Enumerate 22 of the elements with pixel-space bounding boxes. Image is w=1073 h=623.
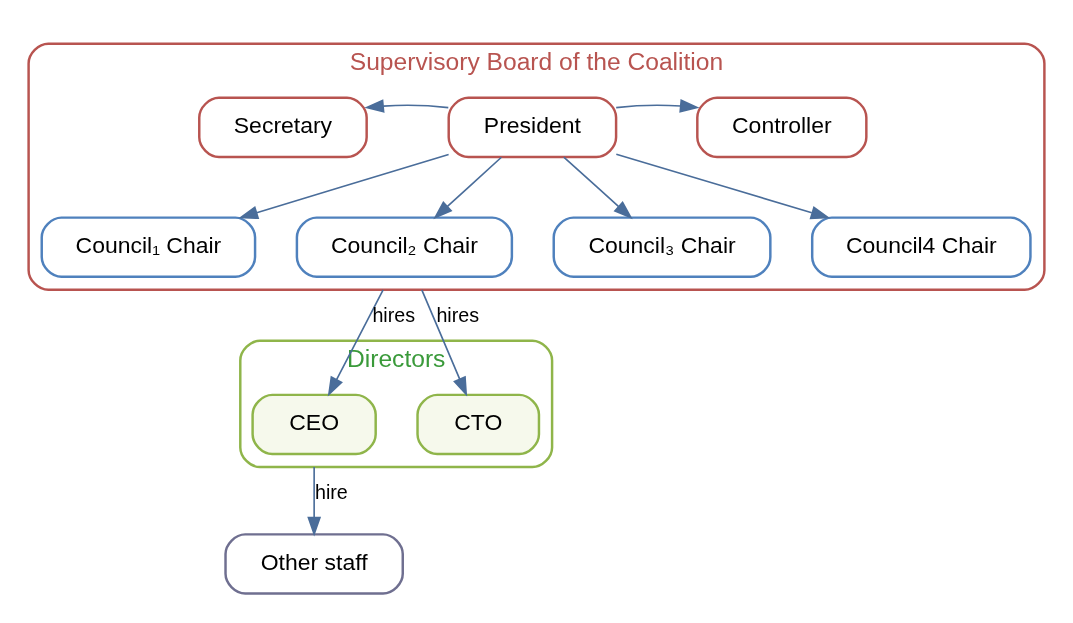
node-box: Secretary: [198, 96, 368, 158]
node-box: Council₂ Chair: [295, 215, 514, 278]
edge-label: hires: [436, 303, 480, 326]
arrow: [364, 98, 450, 113]
arrow: [421, 288, 468, 397]
arrow: [562, 155, 633, 219]
arrow: [238, 153, 450, 219]
node-box: CEO: [251, 393, 377, 455]
arrow: [615, 152, 831, 219]
node-box: President: [447, 96, 618, 158]
node-box: Council₃ Chair: [552, 215, 772, 278]
node-box: Council4 Chair: [810, 215, 1032, 278]
arrow: [615, 98, 700, 113]
edge-label: hires: [372, 303, 416, 326]
arrow: [307, 465, 322, 537]
arrow: [433, 155, 503, 219]
node-box: Controller: [696, 96, 868, 158]
node-box: Council₁ Chair: [40, 215, 257, 278]
node-box: Other staff: [224, 532, 404, 595]
arrow: [327, 288, 384, 396]
node-box: CTO: [416, 393, 541, 455]
edge-label: hire: [314, 480, 348, 503]
